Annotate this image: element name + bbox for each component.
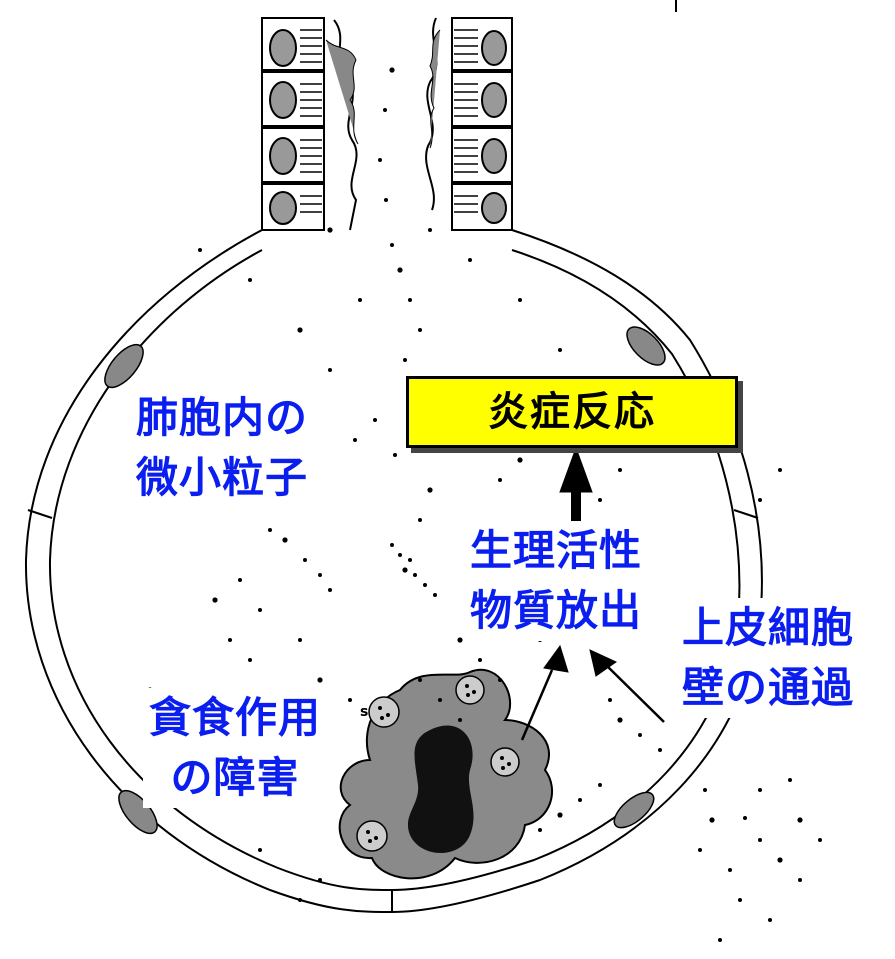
particle-dot	[408, 558, 412, 562]
particle-dot	[228, 638, 232, 642]
particle-dot	[398, 553, 402, 557]
airway-epithelium-left	[261, 17, 359, 231]
particle-dot	[557, 812, 563, 818]
particle-dot	[498, 678, 502, 682]
particle-dot	[427, 487, 433, 493]
particle-dot	[518, 298, 522, 302]
particle-dot	[728, 868, 732, 872]
particle-dot	[658, 748, 662, 752]
particle-dot	[428, 228, 432, 232]
particle-dot	[758, 838, 762, 842]
particle-dot	[317, 677, 323, 683]
particle-dot	[818, 838, 822, 842]
particle-dot	[703, 788, 707, 792]
particle-dot	[248, 658, 252, 662]
particle-dot	[258, 608, 262, 612]
particle-dot	[389, 67, 395, 73]
particle-dot	[538, 828, 542, 832]
particle-dot	[558, 348, 562, 352]
macrophage	[338, 668, 554, 880]
particle-dot	[797, 817, 803, 823]
particle-dot	[468, 258, 472, 262]
particle-dot	[358, 298, 362, 302]
particle-dot	[617, 717, 623, 723]
particle-dot	[238, 578, 242, 582]
particle-dot	[384, 198, 388, 202]
label-alveolar-particles: 肺胞内の 微小粒子	[132, 388, 313, 508]
particle-dot	[709, 817, 715, 823]
particle-dot	[318, 878, 322, 882]
particle-dot	[413, 573, 417, 577]
particle-dot	[457, 637, 463, 643]
particle-dot	[297, 327, 303, 333]
particle-dot	[498, 478, 502, 482]
particle-dot	[718, 938, 722, 942]
particle-dot	[403, 358, 407, 362]
particle-dot	[327, 227, 333, 233]
arrow-from-macrophage	[520, 669, 554, 741]
particle-dot	[390, 543, 394, 547]
particle-dot	[777, 857, 783, 863]
particle-dot	[608, 698, 612, 702]
arrow-from-epithelium	[604, 663, 665, 723]
particle-dot	[198, 248, 202, 252]
particle-dot	[378, 158, 382, 162]
particle-dot	[397, 267, 403, 273]
particle-dot	[578, 798, 582, 802]
particle-dot	[328, 368, 332, 372]
particle-dot	[418, 678, 422, 682]
label-phagocytosis-impairment: 貪食作用 の障害	[143, 688, 328, 808]
particle-dot	[788, 778, 792, 782]
particle-dot	[353, 438, 357, 442]
particle-dot	[758, 498, 762, 502]
label-bioactive-release: 生理活性 物質放出	[468, 521, 645, 641]
particle-dot	[438, 698, 442, 702]
particle-dot	[298, 898, 302, 902]
particle-dot	[778, 468, 782, 472]
particle-dot	[517, 457, 523, 463]
particle-dot	[743, 816, 747, 820]
label-epithelial-passage: 上皮細胞 壁の通過	[678, 598, 859, 718]
particle-dot	[418, 328, 422, 332]
particle-dot	[383, 108, 387, 112]
particle-dot	[373, 418, 377, 422]
particle-dot	[408, 298, 412, 302]
macrophage-nucleus	[407, 725, 474, 854]
particle-dot	[318, 573, 322, 577]
particle-dot	[758, 788, 762, 792]
particle-dot	[698, 848, 702, 852]
particle-dot	[402, 567, 408, 573]
particle-dot	[738, 898, 742, 902]
particle-dot	[248, 278, 252, 282]
particle-dot	[390, 243, 394, 247]
particle-dot	[268, 528, 272, 532]
particle-dot	[423, 583, 427, 587]
particle-dot	[638, 733, 642, 737]
particle-dot	[328, 588, 332, 592]
residual-letter: s	[360, 704, 368, 720]
particle-dot	[418, 518, 422, 522]
inflammation-box: 炎症反応	[406, 376, 738, 448]
particle-dot	[478, 658, 482, 662]
particle-dot	[212, 597, 218, 603]
particle-dot	[598, 498, 602, 502]
particle-dot	[303, 558, 307, 562]
particle-dot	[258, 848, 262, 852]
particle-dot	[298, 638, 302, 642]
particle-dot	[393, 453, 397, 457]
particle-dot	[458, 718, 462, 722]
particle-dot	[618, 468, 622, 472]
particle-dot	[768, 918, 772, 922]
airway-epithelium-right	[425, 17, 513, 231]
particle-dot	[598, 783, 602, 787]
particle-dot	[348, 698, 352, 702]
particle-dot	[798, 878, 802, 882]
particle-dot	[433, 593, 437, 597]
particle-dot	[282, 537, 288, 543]
